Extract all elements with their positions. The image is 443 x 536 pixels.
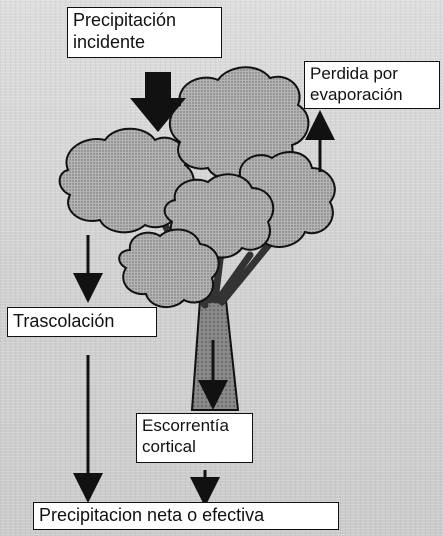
arrow-precipitation-incidente [130,72,186,132]
label-trascolacion: Trascolación [7,307,157,337]
label-precipitacion-incidente: Precipitación incidente [67,7,222,58]
label-precipitacion-neta: Precipitacion neta o efectiva [33,502,339,530]
foliage-lower-left [118,228,220,309]
foliage-top [168,66,310,181]
label-perdida-evaporacion: Perdida por evaporación [304,61,440,109]
tree-trunk [190,299,240,411]
label-escorrentia-cortical: Escorrentía cortical [136,413,253,463]
